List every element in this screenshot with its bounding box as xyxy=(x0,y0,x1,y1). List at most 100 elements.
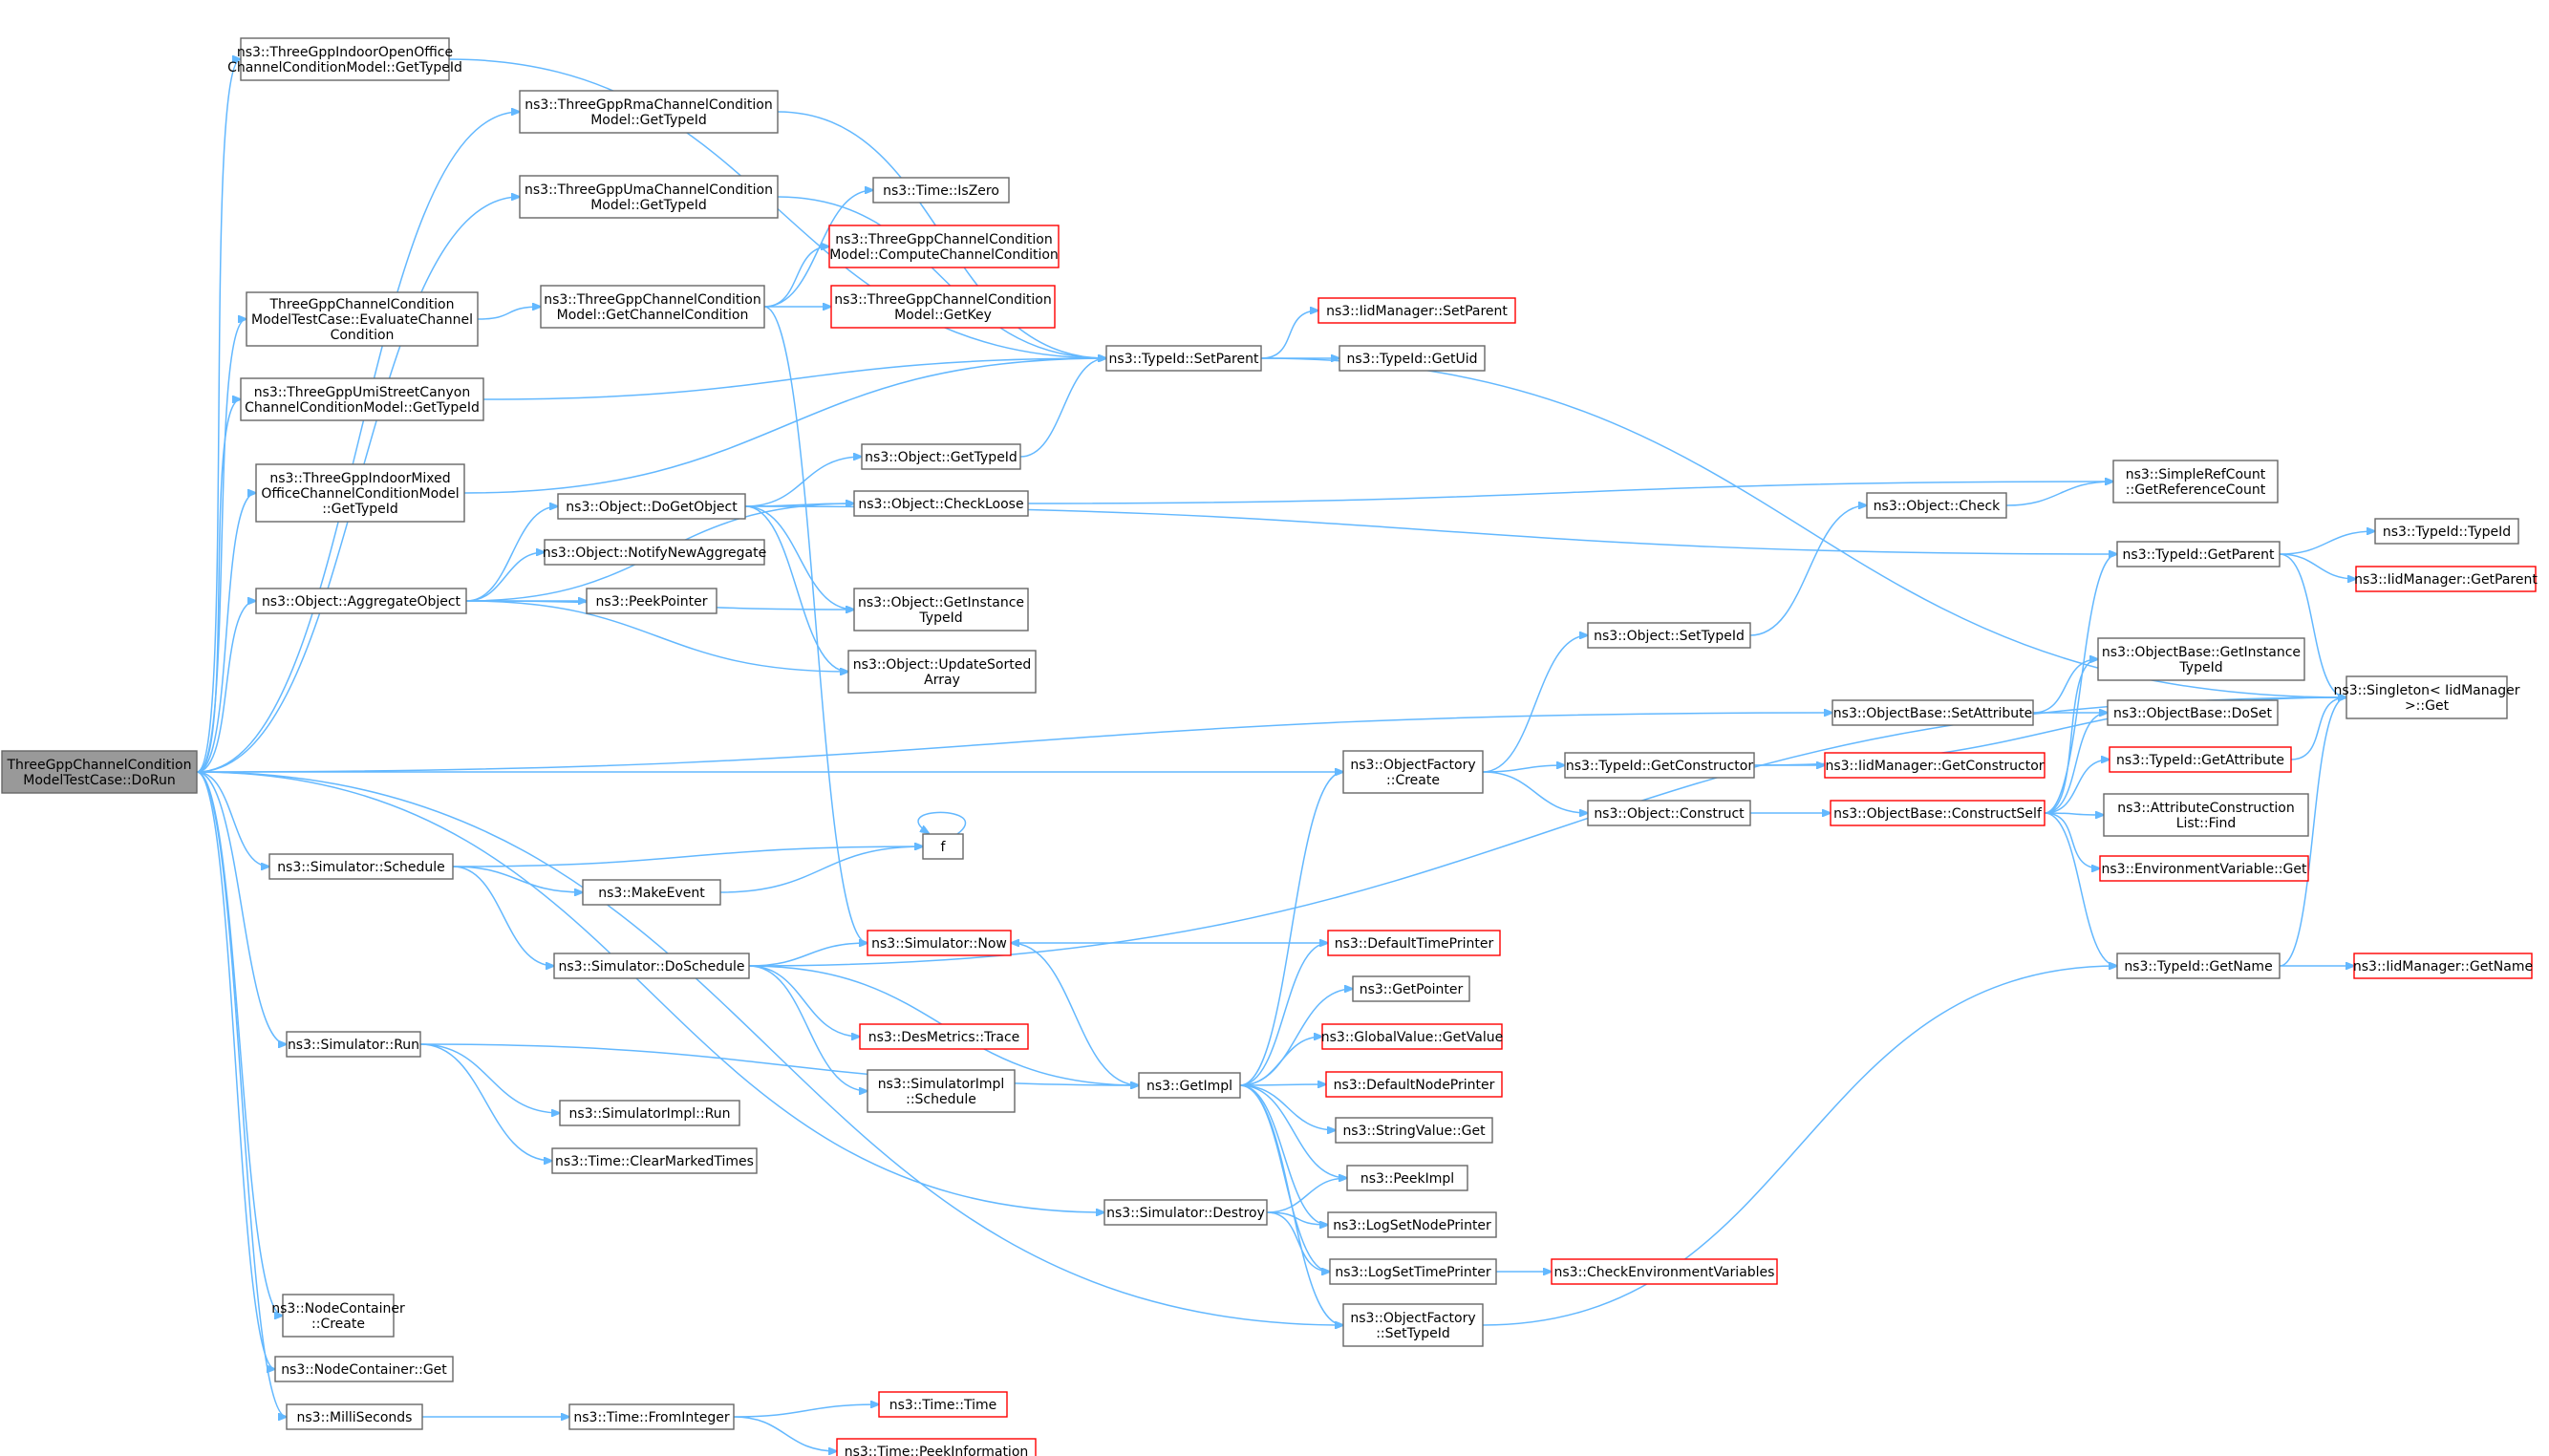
node-box xyxy=(559,1100,740,1126)
edge-tidGetParent-to-iidGetParent xyxy=(2279,553,2356,579)
node-logSetTime[interactable]: ns3::LogSetTimePrinter xyxy=(1329,1258,1497,1285)
node-simImplRun[interactable]: ns3::SimulatorImpl::Run xyxy=(559,1100,740,1126)
node-simpleRefCount[interactable]: ns3::SimpleRefCount::GetReferenceCount xyxy=(2112,460,2279,503)
node-schedule[interactable]: ns3::Simulator::Schedule xyxy=(268,853,454,880)
node-simImplSchedule[interactable]: ns3::SimulatorImpl::Schedule xyxy=(867,1069,1016,1113)
node-label: ::Create xyxy=(1386,773,1440,788)
node-peekInfo[interactable]: ns3::Time::PeekInformation xyxy=(836,1438,1037,1456)
edge-fromInteger-to-timeTime xyxy=(733,1404,879,1418)
node-label: ns3::ThreeGppChannelCondition xyxy=(834,292,1052,308)
node-dorun[interactable]: ThreeGppChannelConditionModelTestCase::D… xyxy=(1,750,198,794)
node-tidGetName[interactable]: ns3::TypeId::GetName xyxy=(2116,953,2281,979)
edge-fromInteger-to-peekInfo xyxy=(733,1416,837,1451)
node-logSetNode[interactable]: ns3::LogSetNodePrinter xyxy=(1327,1211,1497,1238)
node-box xyxy=(1551,1258,1778,1285)
node-fromInteger[interactable]: ns3::Time::FromInteger xyxy=(568,1403,735,1430)
node-f[interactable]: f xyxy=(922,833,964,860)
node-desTrace[interactable]: ns3::DesMetrics::Trace xyxy=(859,1023,1029,1050)
node-box xyxy=(1138,1072,1241,1099)
node-label: ns3::TypeId::GetName xyxy=(2124,959,2272,974)
node-box xyxy=(282,1294,395,1338)
node-checkEnv[interactable]: ns3::CheckEnvironmentVariables xyxy=(1551,1258,1778,1285)
node-simDestroy[interactable]: ns3::Simulator::Destroy xyxy=(1103,1199,1268,1226)
node-evaluate[interactable]: ThreeGppChannelConditionModelTestCase::E… xyxy=(246,291,479,347)
node-iidSetParent[interactable]: ns3::IidManager::SetParent xyxy=(1317,297,1516,324)
node-peekPointer[interactable]: ns3::PeekPointer xyxy=(586,588,718,614)
node-singletonGet[interactable]: ns3::Singleton< IidManager >::Get xyxy=(2334,675,2520,719)
node-umi[interactable]: ns3::ThreeGppUmiStreetCanyonChannelCondi… xyxy=(240,377,484,421)
node-indoorOpen[interactable]: ns3::ThreeGppIndoorOpenOfficeChannelCond… xyxy=(227,37,462,81)
node-ncGet[interactable]: ns3::NodeContainer::Get xyxy=(274,1356,454,1382)
node-doGetObject[interactable]: ns3::Object::DoGetObject xyxy=(557,493,746,520)
node-uma[interactable]: ns3::ThreeGppUmaChannelConditionModel::G… xyxy=(519,175,779,219)
node-tidTypeId[interactable]: ns3::TypeId::TypeId xyxy=(2374,518,2519,545)
node-getChannelCond[interactable]: ns3::ThreeGppChannelConditionModel::GetC… xyxy=(540,285,765,329)
node-rma[interactable]: ns3::ThreeGppRmaChannelConditionModel::G… xyxy=(519,90,779,134)
node-timeTime[interactable]: ns3::Time::Time xyxy=(878,1391,1008,1418)
node-box xyxy=(922,833,964,860)
node-tidGetAttr[interactable]: ns3::TypeId::GetAttribute xyxy=(2109,746,2292,773)
node-indoorMixed[interactable]: ns3::ThreeGppIndoorMixedOfficeChannelCon… xyxy=(255,463,465,523)
edge-getImpl-to-logSetTime xyxy=(1239,1084,1330,1272)
node-label: ns3::ThreeGppIndoorMixed xyxy=(269,471,450,486)
node-computeCC[interactable]: ns3::ThreeGppChannelConditionModel::Comp… xyxy=(828,225,1060,268)
node-label: ns3::TypeId::GetUid xyxy=(1346,352,1477,367)
node-box xyxy=(557,493,746,520)
edge-getImpl-to-defTimePrinter xyxy=(1239,943,1328,1086)
node-envVarGet[interactable]: ns3::EnvironmentVariable::Get xyxy=(2099,855,2309,882)
node-aggregate[interactable]: ns3::Object::AggregateObject xyxy=(255,588,467,614)
node-box xyxy=(1830,800,2046,826)
edge-getImpl-to-defNodePrinter xyxy=(1239,1084,1326,1085)
node-label: ::Schedule xyxy=(906,1092,976,1107)
edge-dorun-to-ofSetTypeId xyxy=(196,771,1343,1325)
node-objGetTypeId[interactable]: ns3::Object::GetTypeId xyxy=(861,443,1021,470)
node-iidGetName[interactable]: ns3::IidManager::GetName xyxy=(2353,953,2533,979)
node-notifyNewAgg[interactable]: ns3::Object::NotifyNewAggregate xyxy=(543,539,766,566)
node-getConstructor[interactable]: ns3::TypeId::GetConstructor xyxy=(1564,752,1755,779)
node-label: Model::GetChannelCondition xyxy=(557,308,749,323)
node-peekImpl[interactable]: ns3::PeekImpl xyxy=(1346,1165,1468,1191)
node-isZero[interactable]: ns3::Time::IsZero xyxy=(872,177,1010,203)
node-getImpl[interactable]: ns3::GetImpl xyxy=(1138,1072,1241,1099)
node-getPointer[interactable]: ns3::GetPointer xyxy=(1352,975,1470,1002)
node-run[interactable]: ns3::Simulator::Run xyxy=(286,1031,421,1058)
node-iidGetParent[interactable]: ns3::IidManager::GetParent xyxy=(2354,566,2538,592)
node-box xyxy=(519,175,779,219)
node-objSetTypeId[interactable]: ns3::Object::SetTypeId xyxy=(1587,622,1751,649)
node-label: TypeId xyxy=(918,610,962,626)
edge-doSchedule-to-desTrace xyxy=(748,965,860,1037)
node-label: ns3::Object::SetTypeId xyxy=(1594,629,1745,644)
node-ofCreate[interactable]: ns3::ObjectFactory::Create xyxy=(1342,750,1484,794)
node-obSetAttr[interactable]: ns3::ObjectBase::SetAttribute xyxy=(1831,699,2034,726)
node-label: ns3::ThreeGppIndoorOpenOffice xyxy=(237,45,453,60)
node-getUid[interactable]: ns3::TypeId::GetUid xyxy=(1339,345,1486,372)
node-box xyxy=(1346,1165,1468,1191)
node-strValGet[interactable]: ns3::StringValue::Get xyxy=(1335,1117,1493,1144)
node-makeEvent[interactable]: ns3::MakeEvent xyxy=(582,879,721,906)
node-constructSelf[interactable]: ns3::ObjectBase::ConstructSelf xyxy=(1830,800,2046,826)
node-objConstruct[interactable]: ns3::Object::Construct xyxy=(1587,800,1751,826)
node-tidGetParent[interactable]: ns3::TypeId::GetParent xyxy=(2116,541,2281,567)
node-objCheck[interactable]: ns3::Object::Check xyxy=(1866,492,2007,519)
node-globalGetValue[interactable]: ns3::GlobalValue::GetValue xyxy=(1321,1023,1503,1050)
node-box xyxy=(830,285,1056,329)
node-checkLoose[interactable]: ns3::Object::CheckLoose xyxy=(853,490,1029,517)
node-obDoSet[interactable]: ns3::ObjectBase::DoSet xyxy=(2107,699,2279,726)
node-ncCreate[interactable]: ns3::NodeContainer::Create xyxy=(271,1294,405,1338)
node-getKey[interactable]: ns3::ThreeGppChannelConditionModel::GetK… xyxy=(830,285,1056,329)
node-box xyxy=(859,1023,1029,1050)
node-label: ns3::ThreeGppChannelCondition xyxy=(835,232,1053,247)
node-doSchedule[interactable]: ns3::Simulator::DoSchedule xyxy=(553,953,750,979)
node-defNodePrinter[interactable]: ns3::DefaultNodePrinter xyxy=(1325,1071,1503,1098)
node-clearMarked[interactable]: ns3::Time::ClearMarkedTimes xyxy=(551,1147,758,1174)
node-iidGetConstructor[interactable]: ns3::IidManager::GetConstructor xyxy=(1824,752,2046,779)
node-milli[interactable]: ns3::MilliSeconds xyxy=(286,1403,423,1430)
node-setParent[interactable]: ns3::TypeId::SetParent xyxy=(1105,345,1262,372)
node-defTimePrinter[interactable]: ns3::DefaultTimePrinter xyxy=(1327,930,1501,956)
node-ofSetTypeId[interactable]: ns3::ObjectFactory::SetTypeId xyxy=(1342,1303,1484,1347)
node-simNow[interactable]: ns3::Simulator::Now xyxy=(867,930,1012,956)
